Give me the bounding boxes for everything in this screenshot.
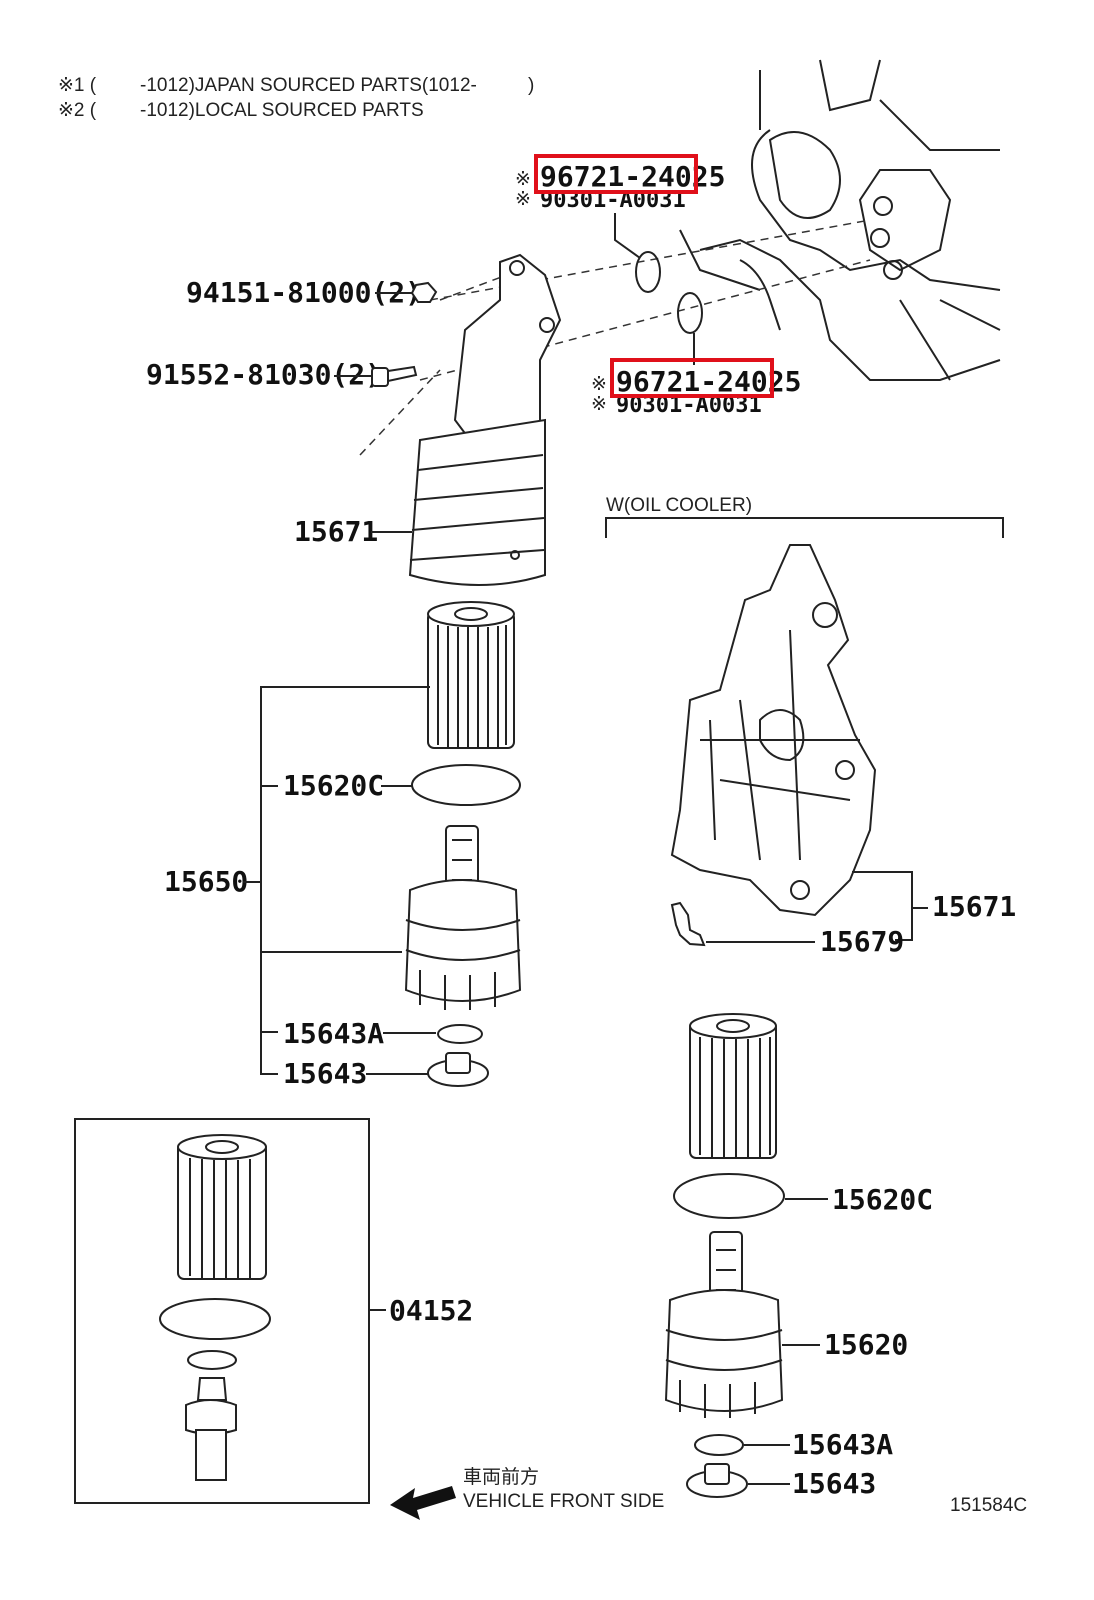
- vehicle-front-en: VEHICLE FRONT SIDE: [463, 1491, 664, 1512]
- note-2-mark: ※2 (: [58, 100, 97, 121]
- oil-filter-housing-right: [670, 544, 877, 917]
- oil-filter-housing-left: [408, 253, 562, 586]
- filter-assy-left-part-number: 15650: [164, 865, 248, 898]
- housing-left-part-number: 15671: [294, 515, 378, 548]
- element-gasket-right-part-number: 15620C: [832, 1183, 933, 1216]
- filter-cap-left: [404, 825, 522, 1010]
- oil-cooler-section-bracket: [605, 517, 1004, 538]
- highlight-box-mid: [610, 358, 774, 398]
- vehicle-front-arrow-icon: [390, 1486, 456, 1520]
- bracket-15671-right: [852, 871, 913, 941]
- note-mark-1b: ※: [591, 374, 607, 395]
- figure-id: 151584C: [950, 1495, 1027, 1516]
- vehicle-front-jp: 車両前方: [463, 1466, 539, 1488]
- oil-cooler-section-title: W(OIL COOLER): [606, 495, 752, 516]
- drain-plug-right: [686, 1463, 748, 1498]
- filter-element-left: [427, 601, 515, 749]
- kit-part-number: 04152: [389, 1294, 473, 1327]
- kit-box: [74, 1118, 370, 1504]
- element-gasket-left: [411, 764, 521, 806]
- note-2-text: -1012)LOCAL SOURCED PARTS: [140, 100, 424, 121]
- note-mark-2a: ※: [515, 189, 531, 210]
- housing-right-part-number: 15671: [932, 890, 1016, 923]
- bracket-clip-right: [670, 901, 706, 947]
- drain-gasket-left: [437, 1024, 483, 1044]
- note-mark-2b: ※: [591, 394, 607, 415]
- drain-gasket-right: [694, 1434, 744, 1456]
- bracket-15650: [260, 686, 430, 1075]
- alignment-lines: [359, 219, 871, 456]
- bolt-icon: [371, 365, 418, 387]
- kit-drain-valve: [185, 1377, 237, 1481]
- note-mark-1a: ※: [515, 169, 531, 190]
- drain-plug-right-part-number: 15643: [792, 1467, 876, 1500]
- element-gasket-left-part-number: 15620C: [283, 769, 384, 802]
- cap-right-part-number: 15620: [824, 1328, 908, 1361]
- kit-gasket-large: [159, 1298, 271, 1340]
- note-1-text: -1012)JAPAN SOURCED PARTS(1012-: [140, 75, 477, 96]
- drain-plug-left: [427, 1052, 489, 1087]
- drain-plug-left-part-number: 15643: [283, 1057, 367, 1090]
- engine-block-drawing: [679, 59, 1001, 381]
- note-1-tail: ): [528, 75, 534, 96]
- bolt-part-number: 91552-81030(2): [146, 358, 382, 391]
- highlight-box-top: [534, 154, 698, 194]
- o-ring-top: [635, 251, 661, 293]
- leader-o-ring-top: [614, 213, 641, 259]
- filter-element-right: [689, 1013, 777, 1159]
- element-gasket-right: [673, 1173, 785, 1219]
- kit-filter-element: [177, 1134, 267, 1280]
- filter-cap-right: [664, 1231, 784, 1418]
- kit-gasket-small: [187, 1350, 237, 1370]
- note-1-mark: ※1 (: [58, 75, 97, 96]
- o-ring-mid: [677, 292, 703, 334]
- drain-gasket-left-part-number: 15643A: [283, 1017, 384, 1050]
- nut-icon: [410, 281, 438, 303]
- bracket-right-part-number: 15679: [820, 925, 904, 958]
- drain-gasket-right-part-number: 15643A: [792, 1428, 893, 1461]
